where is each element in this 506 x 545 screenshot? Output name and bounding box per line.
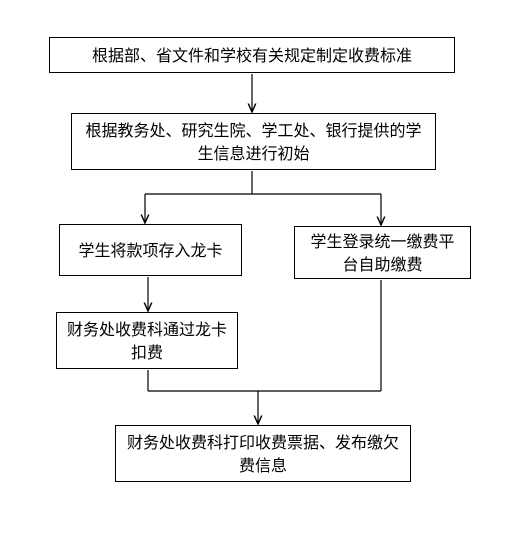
deduct-text: 财务处收费科通过龙卡扣费	[66, 319, 227, 362]
init-text: 根据教务处、研究生院、学工处、银行提供的学生信息进行初始	[85, 120, 422, 163]
deposit-text: 学生将款项存入龙卡	[78, 240, 223, 260]
standard-text: 根据部、省文件和学校有关规定制定收费标准	[91, 45, 412, 65]
init-box: 根据教务处、研究生院、学工处、银行提供的学生信息进行初始	[71, 113, 436, 170]
receipt-text: 财务处收费科打印收费票据、发布缴欠费信息	[126, 432, 399, 475]
deposit-box: 学生将款项存入龙卡	[59, 224, 242, 276]
deduct-box: 财务处收费科通过龙卡扣费	[56, 312, 238, 369]
standard-box: 根据部、省文件和学校有关规定制定收费标准	[49, 37, 455, 73]
receipt-box: 财务处收费科打印收费票据、发布缴欠费信息	[115, 425, 411, 482]
online-payment-text: 学生登录统一缴费平台自助缴费	[310, 231, 455, 274]
online-payment-box: 学生登录统一缴费平台自助缴费	[294, 226, 471, 279]
